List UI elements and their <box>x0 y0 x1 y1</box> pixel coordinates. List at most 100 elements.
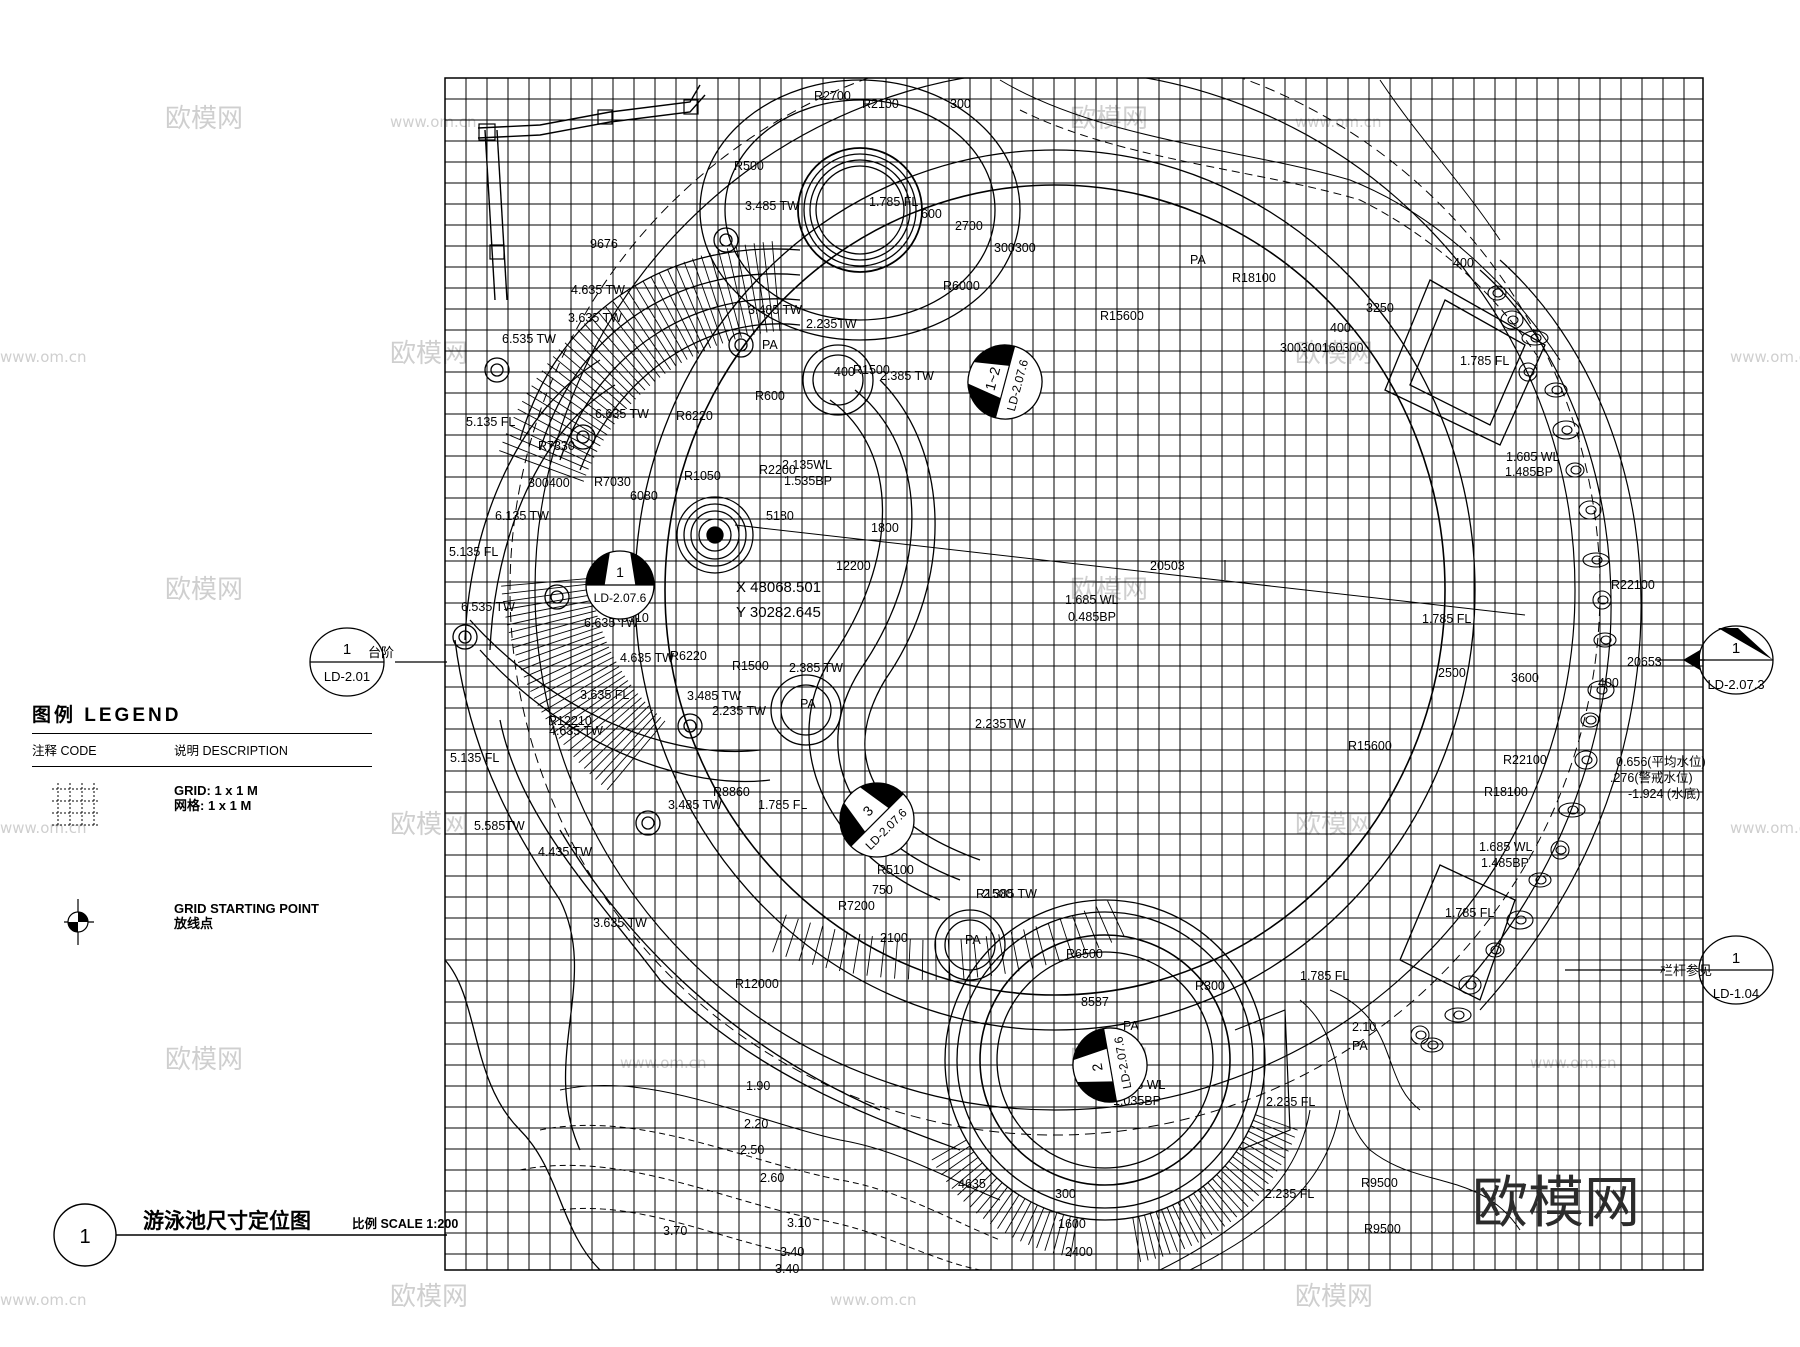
watermark-site: www.om.cn <box>1295 113 1382 131</box>
pebble <box>1492 288 1504 298</box>
dimension-label: 5.135 FL <box>466 415 515 429</box>
dimension-label: 5.135 FL <box>450 751 499 765</box>
dimension-label: 6.535 TW <box>461 600 515 614</box>
dimension-label: R5100 <box>877 863 914 877</box>
stair-tread <box>940 1151 975 1176</box>
dimension-label: 2.385 TW <box>983 887 1037 901</box>
dimension-label: 400 <box>834 365 855 379</box>
stair-tread <box>558 684 632 739</box>
stair-tread <box>785 918 799 957</box>
pebble <box>1558 802 1586 818</box>
legend-col-code: 注释 CODE <box>32 744 97 758</box>
pebble <box>1444 1007 1472 1023</box>
pebble <box>1570 465 1582 475</box>
dimension-label: R22100 <box>1503 753 1547 767</box>
stair-tread <box>1166 1207 1186 1250</box>
dimension-label: 400 <box>1330 321 1351 335</box>
stair-tread <box>1155 1211 1171 1255</box>
callout-step: 1 LD-2.01 台阶 <box>309 627 394 697</box>
stair-tread <box>1212 1178 1243 1213</box>
title-block: 1 游泳池尺寸定位图 比例 SCALE 1:200 <box>53 1203 458 1267</box>
stair-tread <box>1193 1193 1219 1232</box>
dimension-label: 2100 <box>880 931 908 945</box>
dimension-label: 2.235 TW <box>712 704 766 718</box>
dimension-label: 2.20 <box>744 1117 768 1131</box>
dimension-label: 6.535 TW <box>502 332 556 346</box>
pebble <box>1597 595 1609 605</box>
dimension-label: 1.685 WL <box>1506 450 1560 464</box>
stair-tread <box>1202 1186 1232 1223</box>
stair-tread <box>1028 1207 1045 1245</box>
stair-tread <box>852 934 861 974</box>
stair-tread <box>960 938 965 979</box>
title-scale: 比例 SCALE 1:200 <box>352 1216 458 1231</box>
dimension-label: 3.635 TW <box>568 311 622 325</box>
stair-tread <box>1149 1213 1164 1257</box>
pebble <box>1585 505 1597 515</box>
stair-tread <box>675 264 712 349</box>
dimension-label: R7030 <box>594 475 631 489</box>
stair-tread <box>606 720 666 791</box>
watermark: 欧模网 <box>1070 104 1148 134</box>
section-num: 2 <box>1089 1062 1106 1073</box>
legend-title: 图例 LEGEND <box>32 700 372 734</box>
watermark-site: www.om.cn <box>1530 1054 1617 1072</box>
stair-tread <box>1035 926 1047 966</box>
dimension-label: 1.785 FL <box>758 798 807 812</box>
callout-railing-label: 栏杆参见 <box>1660 963 1712 978</box>
watermark: 欧模网 <box>165 104 243 134</box>
stair-tread <box>1207 1182 1238 1218</box>
dimension-label: R12210 <box>548 714 592 728</box>
stair-tread <box>589 709 654 775</box>
stair-tread <box>509 424 592 464</box>
stair-tread <box>558 349 628 410</box>
stair-tread <box>520 636 605 671</box>
pebble <box>1561 425 1573 435</box>
dimension-label: 400 <box>1598 676 1619 690</box>
stair-tread <box>501 577 591 587</box>
stair-tread <box>946 1157 979 1183</box>
stair-tread <box>1012 1201 1032 1238</box>
title-number: 1 <box>79 1226 90 1248</box>
stair-tread <box>504 594 593 610</box>
dimension-label: 2.235 FL <box>1265 1187 1314 1201</box>
dimension-label: 300300 <box>994 241 1036 255</box>
stair-tread <box>1216 1174 1249 1208</box>
stair-tread <box>976 1182 1003 1214</box>
watermark-site: www.om.cn <box>0 1291 87 1309</box>
stair-tread <box>1069 1217 1078 1258</box>
stair-tread <box>505 433 589 470</box>
stair-tread <box>683 261 718 346</box>
watermark-site: www.om.cn <box>1730 348 1800 366</box>
pool-bp: 0.485BP <box>1068 610 1116 624</box>
pebble <box>1518 362 1538 382</box>
pebble <box>1593 632 1617 648</box>
stair-tread <box>537 661 617 706</box>
stair-tread <box>798 922 811 962</box>
watermark-site: www.om.cn <box>620 1054 707 1072</box>
watermark: 欧模网 <box>165 1045 243 1075</box>
dimension-label: R18100 <box>1484 785 1528 799</box>
dimension-label: 2.385 TW <box>789 661 843 675</box>
pebble <box>1458 975 1482 995</box>
stair-tread <box>642 280 688 360</box>
dimension-label: 3.40 <box>780 1245 804 1259</box>
section-marker: 1LD-2.07.6 <box>585 550 655 620</box>
stair-tread <box>998 934 1006 974</box>
pebble <box>1415 1030 1427 1040</box>
stair-tread <box>1239 1146 1278 1172</box>
stair-tread <box>1047 922 1060 962</box>
stair-tread <box>501 583 592 595</box>
stair-tread <box>1228 1160 1264 1191</box>
watermark-layer: 欧模网 欧模网 欧模网 欧模网 欧模网 欧模网 欧模网 欧模网 欧模网 欧模网 … <box>0 104 1800 1312</box>
dimension-label: 2500 <box>1438 666 1466 680</box>
dimension-label: R15600 <box>1348 739 1392 753</box>
dimension-label: 4.635 TW <box>571 283 625 297</box>
dimension-label: 4.635 TW <box>620 651 674 665</box>
stair-tread <box>517 631 603 664</box>
dimension-label: 3.40 <box>775 1262 799 1276</box>
stair-tread <box>573 697 642 758</box>
dimension-label: PA <box>762 338 778 352</box>
